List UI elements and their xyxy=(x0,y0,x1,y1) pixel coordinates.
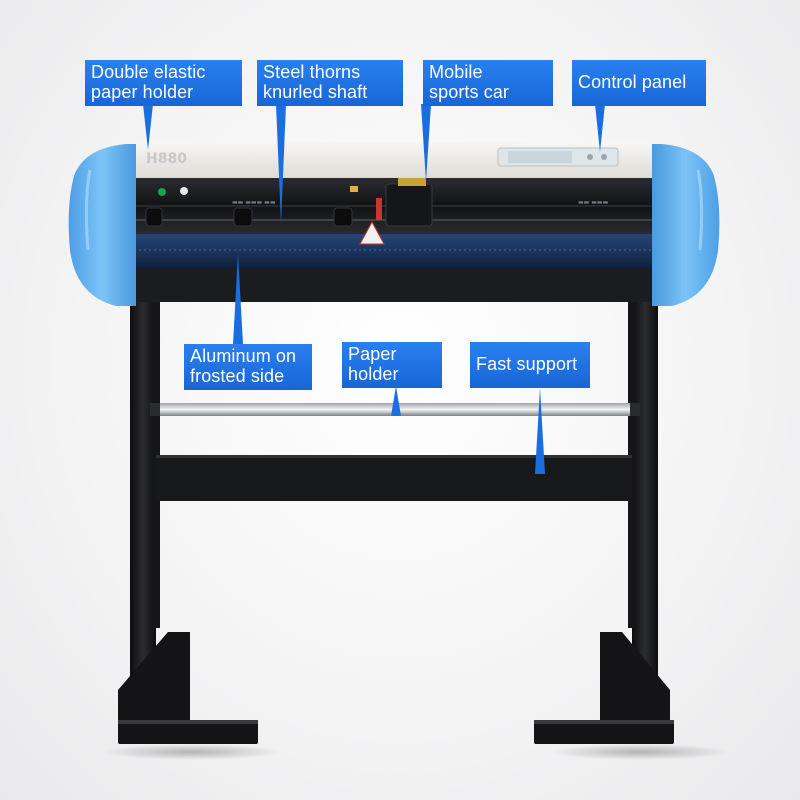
callout-text-line1: Paper xyxy=(348,344,397,364)
cutting-carriage xyxy=(385,183,433,227)
callout-knurled-shaft: Steel thorns knurled shaft xyxy=(257,60,403,106)
callout-text-line2: knurled shaft xyxy=(263,82,368,102)
left-foot xyxy=(118,720,258,744)
callout-paper-holder: Paper holder xyxy=(342,342,442,388)
callout-text-line1: Mobile xyxy=(429,62,483,82)
pointer-control-panel xyxy=(595,104,605,152)
svg-text:▬▬ ▬▬▬: ▬▬ ▬▬▬ xyxy=(578,199,609,206)
callout-text-line1: Double elastic xyxy=(91,62,206,82)
callout-fast-support: Fast support xyxy=(470,342,590,388)
pinch-roller-2 xyxy=(233,207,253,227)
svg-text:▬▬ ▬▬▬ ▬▬: ▬▬ ▬▬▬ ▬▬ xyxy=(232,199,276,206)
power-button-icon xyxy=(180,187,188,195)
callout-control-panel: Control panel xyxy=(572,60,706,106)
callout-sports-car: Mobile sports car xyxy=(423,60,553,106)
callout-text-line2: paper holder xyxy=(91,82,194,102)
blade-holder xyxy=(359,220,385,245)
callout-text-line1: Control panel xyxy=(578,72,687,92)
pointer-paper-holder xyxy=(391,386,401,416)
callout-text-line1: Fast support xyxy=(476,354,578,374)
pinch-roller-3 xyxy=(333,207,353,227)
floor-shadow-right xyxy=(550,744,730,760)
left-foot-brace xyxy=(118,632,190,742)
floor-shadow-left xyxy=(102,744,282,760)
pointer-sports-car xyxy=(421,104,431,182)
pointer-fast-support xyxy=(535,388,545,474)
callout-text-line2: sports car xyxy=(429,82,510,102)
left-leg xyxy=(130,300,156,720)
left-end-cap xyxy=(68,144,136,306)
right-foot-brace xyxy=(600,632,670,742)
power-led-icon xyxy=(158,188,166,196)
pointer-knurled-shaft xyxy=(276,104,286,224)
callout-aluminum: Aluminum on frosted side xyxy=(184,344,312,390)
callout-text-line1: Aluminum on xyxy=(190,346,297,366)
cross-brace xyxy=(156,455,632,501)
callout-double-paper-holder: Double elastic paper holder xyxy=(85,60,242,106)
right-foot xyxy=(534,720,674,744)
callout-text-line1: Steel thorns xyxy=(263,62,361,82)
callout-text-line2: frosted side xyxy=(190,366,285,386)
pinch-roller-1 xyxy=(145,207,163,227)
pointer-double-paper-holder xyxy=(143,104,153,150)
model-name: H880 xyxy=(146,151,187,167)
right-end-cap xyxy=(652,144,720,306)
callout-text-line2: holder xyxy=(348,364,399,384)
pointer-aluminum xyxy=(233,254,243,344)
